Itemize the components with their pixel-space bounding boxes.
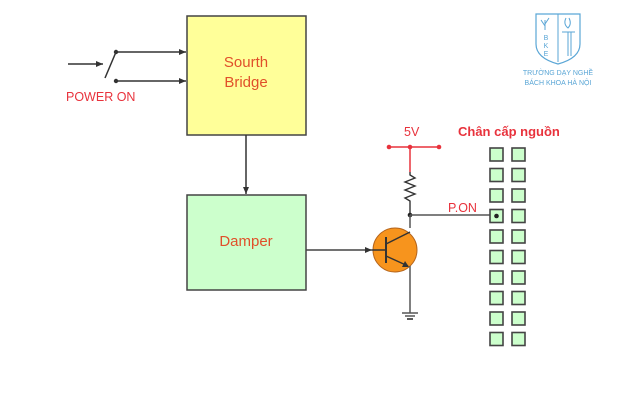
connector-pin (511, 147, 526, 162)
npn-transistor-icon (372, 215, 418, 313)
resistor-icon (403, 172, 417, 215)
logo-letter-k: K (544, 43, 549, 50)
logo-line2: BÁCH KHOA HÀ NỘI (525, 78, 592, 87)
power-on-switch (68, 49, 186, 84)
logo-letter-e: E (544, 51, 549, 58)
connector-pin (511, 229, 526, 244)
logo-torch-icon (562, 31, 575, 56)
logo-plant-icon (540, 17, 550, 30)
logo-line1: TRƯỜNG DẠY NGHỀ (523, 67, 594, 77)
logo-shield-icon (535, 13, 581, 65)
logo-letter-b: B (544, 35, 549, 42)
connector-pin (489, 311, 504, 326)
connector-pin (511, 270, 526, 285)
connector-pin (489, 147, 504, 162)
connector-pin (489, 188, 504, 203)
power-connector (489, 147, 526, 347)
connector-pin (511, 167, 526, 183)
connector-pin (489, 229, 504, 244)
connector-pin (489, 167, 504, 183)
connector-pin (511, 249, 526, 265)
connector-pin (511, 208, 526, 224)
connector-pin (511, 311, 526, 326)
supply-voltage-label: 5V (404, 125, 420, 139)
connector-pin (511, 331, 526, 347)
school-logo: B K E TRƯỜNG DẠY NGHỀ BÁCH KHOA HÀ NỘI (523, 13, 594, 87)
logo-flame-icon (564, 17, 571, 29)
power-on-label: POWER ON (66, 90, 135, 104)
signal-pin-dot (494, 213, 499, 219)
connector-title: Chân cấp nguồn (458, 124, 560, 139)
connector-pin (489, 290, 504, 306)
connector-pin (489, 249, 504, 265)
south-bridge-block (186, 15, 307, 136)
damper-block (186, 194, 307, 291)
connector-pin (511, 188, 526, 203)
connector-pin (489, 270, 504, 285)
connector-pin (489, 331, 504, 347)
pon-signal-label: P.ON (448, 201, 477, 215)
supply-rail (386, 144, 442, 172)
south-bridge-label-line1: Sourth (224, 54, 268, 71)
switch-lever (104, 51, 117, 79)
damper-label: Damper (219, 233, 272, 250)
ground-icon (402, 312, 418, 320)
south-bridge-label-line2: Bridge (224, 74, 267, 91)
connector-pin (511, 290, 526, 306)
